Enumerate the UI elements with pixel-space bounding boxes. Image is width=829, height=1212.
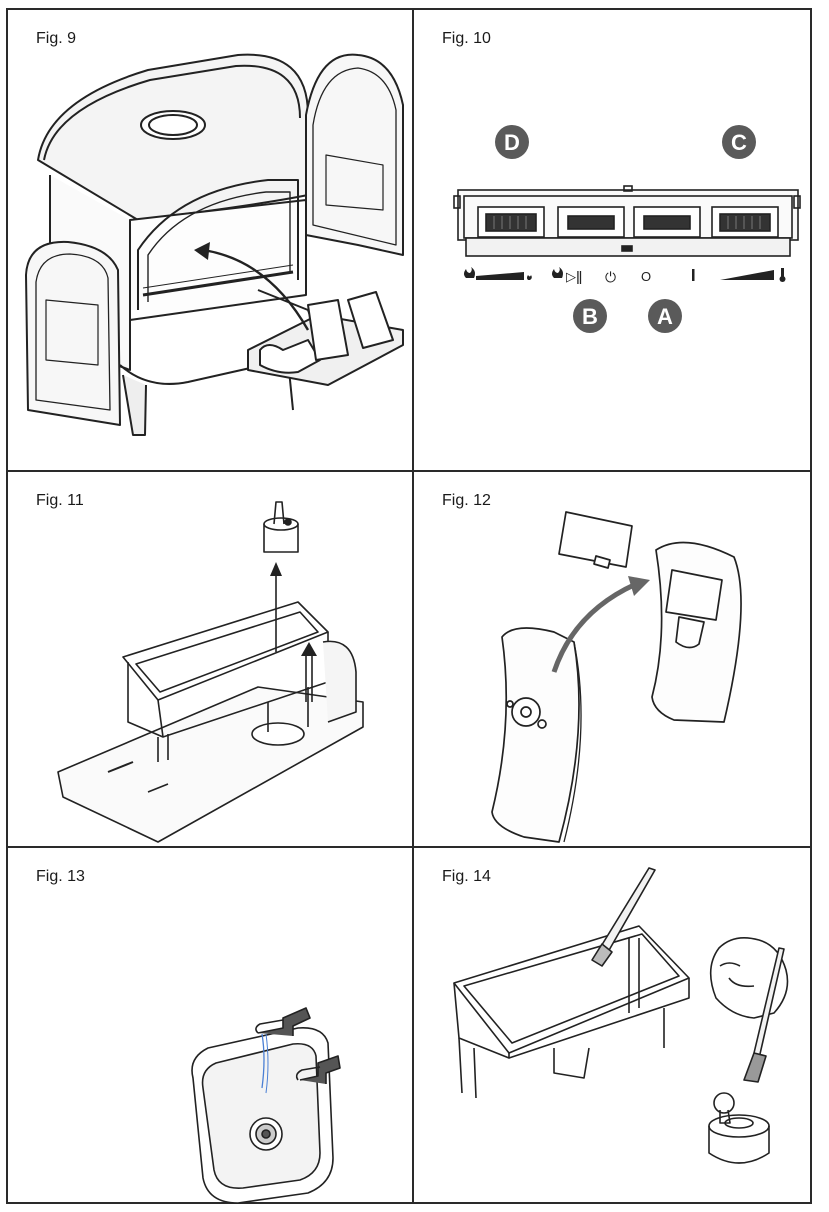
fig12-label: Fig. 12 <box>442 492 491 509</box>
cleaning-illustration <box>453 867 789 1164</box>
remote-illustration <box>491 511 742 843</box>
sink-illustration <box>191 1007 341 1204</box>
fig11-label: Fig. 11 <box>36 492 84 509</box>
stove-illustration <box>25 53 404 436</box>
grid-vertical-divider <box>412 10 414 1202</box>
fig9-panel: Fig. 9 <box>8 10 412 470</box>
marker-d <box>495 125 529 159</box>
fig14-panel: Fig. 14 <box>414 848 810 1204</box>
marker-c-label: C <box>731 130 747 155</box>
tank-illustration <box>57 501 364 843</box>
marker-a-label: A <box>657 304 673 329</box>
fig9-label: Fig. 9 <box>36 30 77 47</box>
off-mark-icon: O <box>641 269 651 284</box>
flame-ramp-icon <box>476 272 524 280</box>
flame-icon <box>464 267 475 278</box>
on-mark-icon <box>692 269 695 281</box>
marker-b-label: B <box>582 304 598 329</box>
marker-b <box>573 299 607 333</box>
fig12-panel: Fig. 12 <box>414 472 810 846</box>
marker-a <box>648 299 682 333</box>
fig11-panel: Fig. 11 <box>8 472 412 846</box>
figure-grid: Fig. 9 <box>6 8 812 1204</box>
play-pause-icon: ▷ǁ <box>566 270 582 285</box>
fig10-panel: Fig. 10 D C B A <box>414 10 810 470</box>
control-panel-illustration: D C B A <box>453 125 801 333</box>
flame-small-icon <box>527 275 532 280</box>
marker-d-label: D <box>504 130 520 155</box>
fig13-label: Fig. 13 <box>36 868 85 885</box>
fig13-panel: Fig. 13 <box>8 848 412 1204</box>
grid-divider-1 <box>8 470 810 472</box>
fig10-label: Fig. 10 <box>442 30 491 47</box>
fig14-label: Fig. 14 <box>442 868 491 885</box>
thermometer-icon <box>781 268 784 277</box>
marker-c <box>722 125 756 159</box>
power-icon: ⏻ <box>605 270 616 286</box>
grid-divider-2 <box>8 846 810 848</box>
flame-icon-2 <box>552 267 563 278</box>
heat-ramp-icon <box>720 270 774 280</box>
